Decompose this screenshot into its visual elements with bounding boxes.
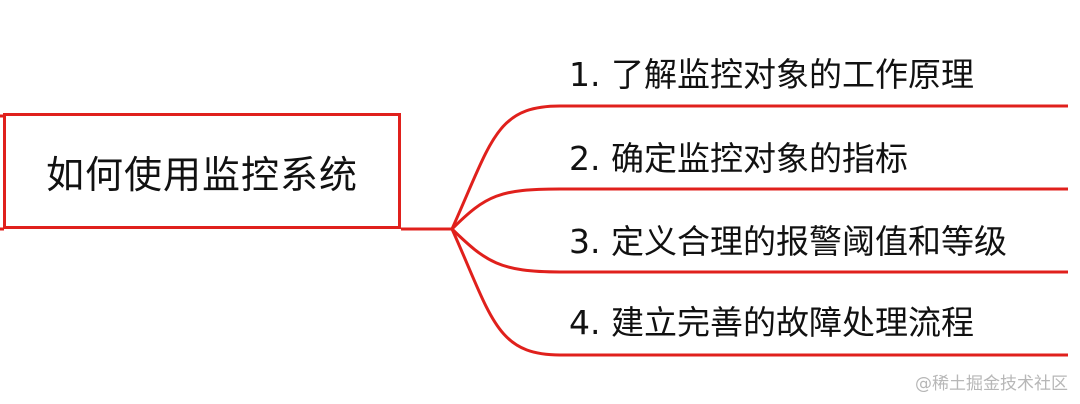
branch-connector-4 xyxy=(450,228,1068,357)
branch-node-2: 2. 确定监控对象的指标 xyxy=(569,139,908,178)
branch-node-1: 1. 了解监控对象的工作原理 xyxy=(569,55,974,94)
branch-connector-2 xyxy=(450,187,1068,231)
branch-node-4: 4. 建立完善的故障处理流程 xyxy=(569,303,974,342)
watermark: @稀土掘金技术社区 xyxy=(915,374,1068,394)
branch-connector-3 xyxy=(450,227,1068,274)
branch-connector-1 xyxy=(450,104,1068,230)
root-node: 如何使用监控系统 xyxy=(3,113,401,229)
root-node-label: 如何使用监控系统 xyxy=(45,152,358,197)
branch-node-3: 3. 定义合理的报警阈值和等级 xyxy=(569,222,1007,261)
